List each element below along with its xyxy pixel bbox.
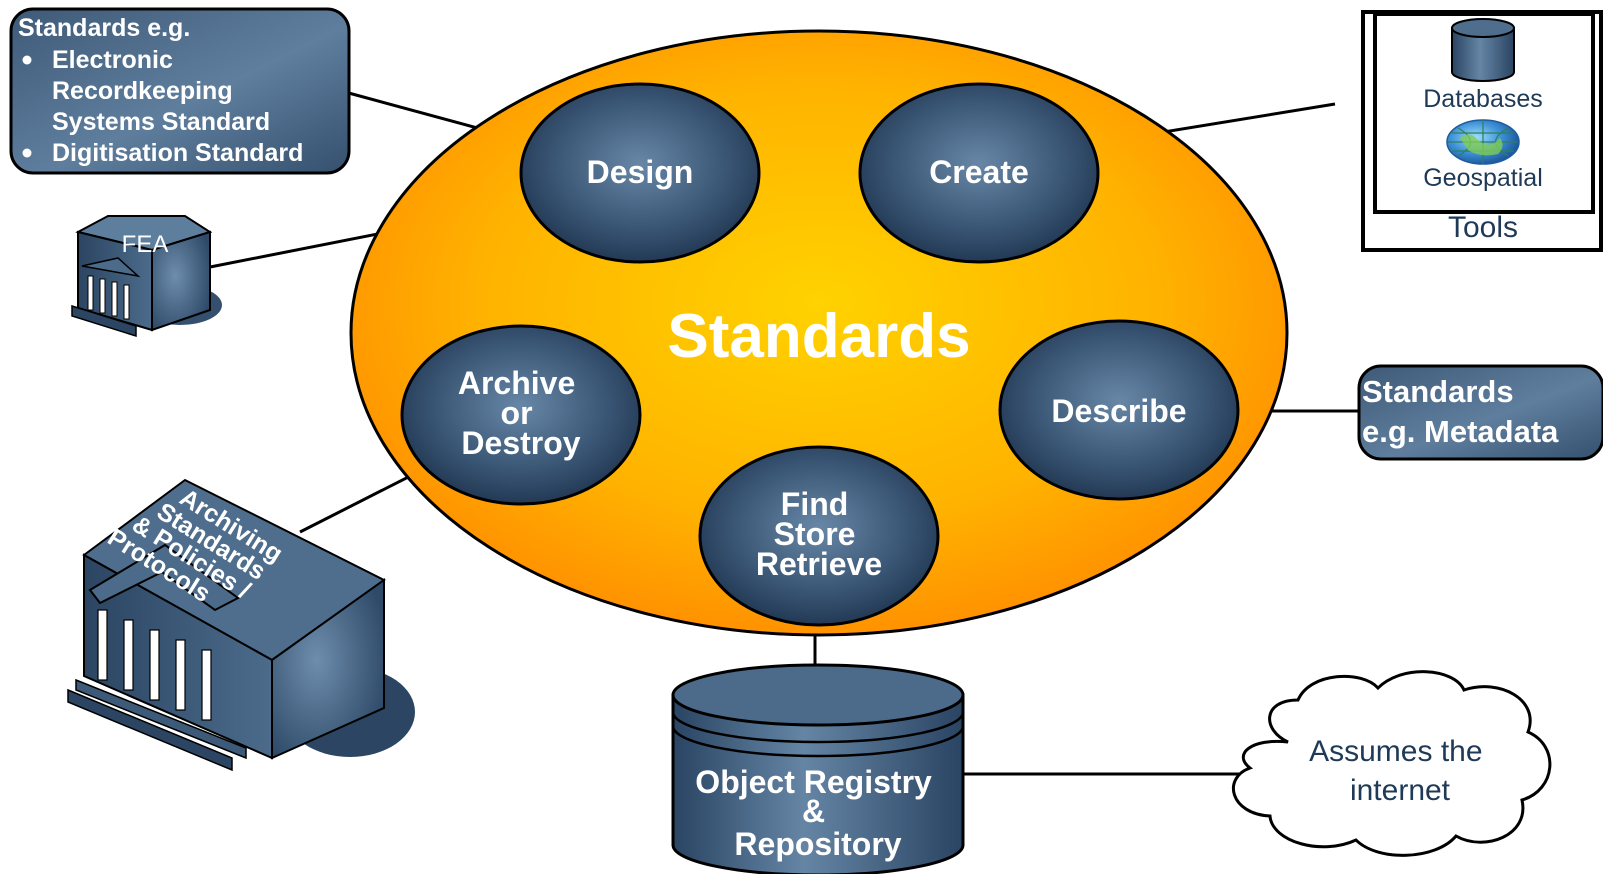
archiving-building-icon: Archiving Standards & Policies / Protoco… [67,478,415,772]
archive-line-1: Archive [458,365,575,401]
cloud-line-2: internet [1350,774,1451,807]
archive-node-shape [400,324,642,506]
bullet-1-line-1: Electronic [52,46,173,74]
find-node-shape [698,445,940,627]
describe-node-shape [998,319,1240,501]
metadata-line-2: e.g. Metadata [1362,414,1559,449]
process-node-describe[interactable]: Describe [998,319,1240,501]
bullet-2-icon [22,148,32,158]
fea-label: FEA [122,231,169,258]
standards-callout-title: Standards e.g. [18,14,190,42]
process-node-create[interactable]: Create [858,82,1100,264]
repository-line-3: Repository [734,826,901,862]
standards-callout-shape [9,7,351,175]
design-node-shape [519,82,761,264]
standards-callout-box: Standards e.g. Electronic Recordkeeping … [9,7,351,175]
archive-node-label: Archive or Destroy [458,365,584,461]
cloud-line-1: Assumes the [1309,735,1482,768]
process-node-archive[interactable]: Archive or Destroy [400,324,642,506]
tools-label: Tools [1448,211,1518,244]
design-node-label: Design [587,154,694,190]
database-icon [1451,18,1515,82]
tools-databases-label: Databases [1423,85,1543,113]
find-line-1: Find [781,486,849,522]
process-node-find[interactable]: Find Store Retrieve [698,445,940,627]
fea-building-icon: FEA [71,215,222,338]
create-node-shape [858,82,1100,264]
metadata-callout-text: Standards e.g. Metadata [1362,374,1559,449]
bullet-1-line-2: Recordkeeping [52,77,233,105]
metadata-line-1: Standards [1362,374,1514,409]
standards-center-label: Standards [667,302,970,371]
repository-label: Object Registry & Repository [695,764,940,862]
find-line-3: Retrieve [756,546,882,582]
repository-line-2: & [802,793,825,829]
tools-geospatial-label: Geospatial [1423,164,1543,192]
bullet-1-icon [22,55,32,65]
metadata-callout-shape [1357,364,1603,461]
create-node-label: Create [929,154,1029,190]
cloud-label: Assumes the internet [1309,735,1491,807]
describe-node-label: Describe [1051,393,1186,429]
metadata-callout-box: Standards e.g. Metadata [1357,364,1603,461]
bullet-1-line-3: Systems Standard [52,108,270,136]
internet-cloud: Assumes the internet [1232,670,1552,857]
tools-box: Databases Geospatial Tools [1361,10,1603,252]
archive-line-2: or [501,395,533,431]
archive-line-3: Destroy [461,425,580,461]
repository-cylinder: Object Registry & Repository [671,663,965,874]
bullet-2-text: Digitisation Standard [52,139,303,167]
repository-line-1: Object Registry [695,764,932,800]
bullet-1-text: Electronic Recordkeeping Systems Standar… [52,46,270,136]
globe-icon [1446,119,1520,165]
process-node-design[interactable]: Design [519,82,761,264]
find-line-2: Store [774,516,856,552]
find-node-label: Find Store Retrieve [756,486,882,582]
